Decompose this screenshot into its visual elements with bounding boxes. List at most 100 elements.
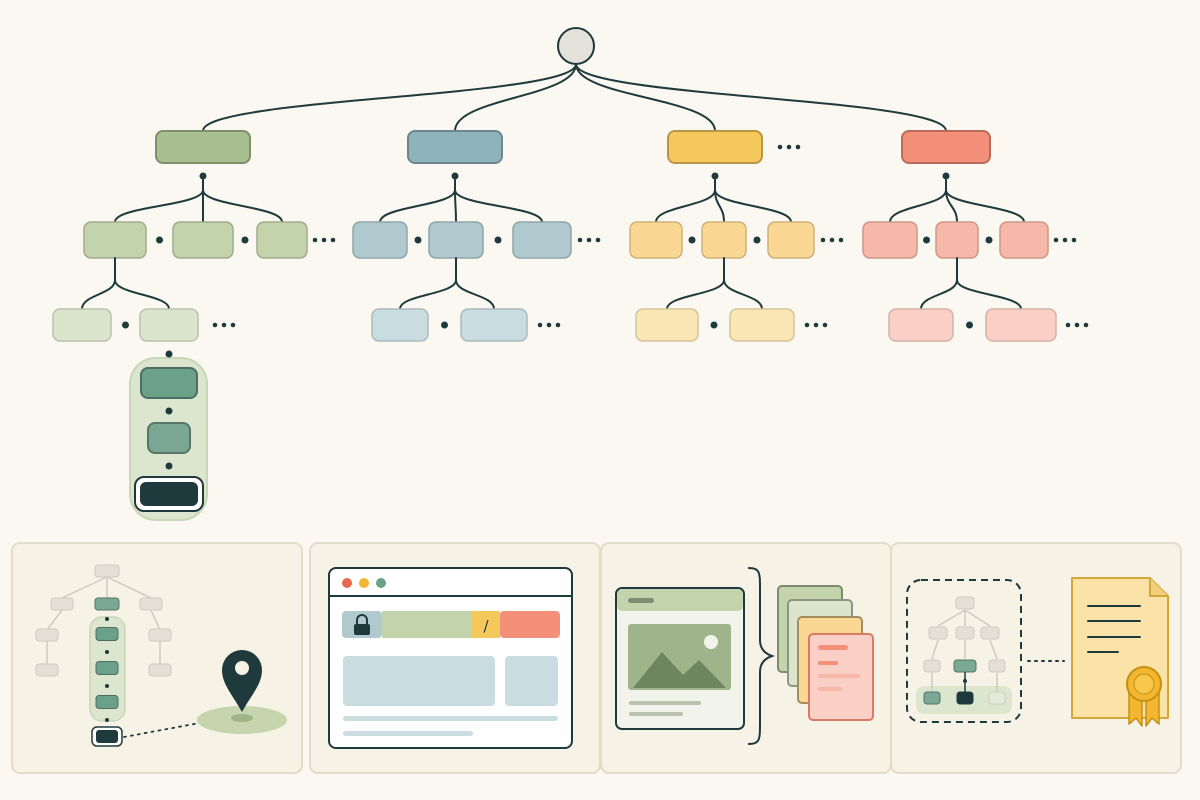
map-pin-hole bbox=[235, 661, 249, 675]
mini-node bbox=[94, 564, 120, 578]
subcategory-node-coral bbox=[935, 221, 979, 259]
sibling-dot bbox=[966, 321, 973, 329]
text-line bbox=[343, 716, 558, 721]
child-edge bbox=[454, 189, 543, 223]
document-line bbox=[818, 661, 838, 665]
page-card-title-bar bbox=[628, 598, 654, 603]
child-edge bbox=[920, 279, 958, 310]
ellipsis-dot bbox=[586, 237, 592, 243]
ellipsis-icon bbox=[212, 322, 236, 328]
dashed-selection bbox=[906, 579, 1022, 723]
parent-dot bbox=[199, 172, 207, 180]
lock-shackle bbox=[356, 614, 368, 625]
target-node bbox=[140, 482, 198, 506]
child-edge bbox=[714, 189, 792, 223]
child-edge bbox=[379, 189, 456, 223]
mini-edge bbox=[989, 639, 998, 660]
ellipsis-dot bbox=[1065, 322, 1071, 328]
curly-brace bbox=[747, 567, 776, 745]
child-edge bbox=[956, 279, 1022, 310]
panel-pages-to-documents-content bbox=[615, 567, 874, 745]
subcategory-node-green bbox=[83, 221, 147, 259]
path-node bbox=[95, 627, 119, 641]
ellipsis-dot bbox=[1071, 237, 1077, 243]
ellipsis-icon bbox=[804, 322, 828, 328]
ellipsis-icon bbox=[537, 322, 561, 328]
subcategory-node-yellow bbox=[701, 221, 747, 259]
root-edge bbox=[202, 63, 577, 132]
subcategory-node-yellow bbox=[767, 221, 815, 259]
leaf-node-yellow bbox=[729, 308, 795, 342]
address-bar-green-segment bbox=[382, 611, 472, 638]
ellipsis-dot bbox=[212, 322, 218, 328]
subcategory-node-coral bbox=[862, 221, 918, 259]
mini-node bbox=[35, 663, 59, 677]
root-edge bbox=[454, 63, 577, 132]
child-edge bbox=[455, 279, 495, 310]
map-pin-body bbox=[222, 650, 262, 712]
ellipsis-dot bbox=[230, 322, 236, 328]
child-edge bbox=[945, 189, 1025, 223]
highlighted-path bbox=[129, 350, 208, 521]
ellipsis-dot bbox=[330, 237, 336, 243]
leaf-node-yellow bbox=[635, 308, 699, 342]
document-line bbox=[818, 645, 848, 650]
parent-dot bbox=[942, 172, 950, 180]
branch-blue bbox=[352, 63, 601, 342]
ellipsis-dot bbox=[1062, 237, 1068, 243]
mini-edge bbox=[937, 609, 966, 627]
seal-inner bbox=[1133, 673, 1155, 695]
ellipsis-icon bbox=[820, 237, 844, 243]
child-edge bbox=[114, 279, 170, 310]
subcategory-node-blue bbox=[428, 221, 484, 259]
map-pin-icon bbox=[222, 650, 262, 712]
ellipsis-dot bbox=[820, 237, 826, 243]
mini-node bbox=[988, 659, 1006, 673]
window-control-dot bbox=[342, 578, 352, 588]
sibling-dot bbox=[688, 236, 696, 244]
sibling-dot bbox=[414, 236, 422, 244]
mini-node bbox=[928, 626, 948, 640]
sibling-dot bbox=[923, 236, 930, 244]
tree bbox=[52, 27, 1089, 521]
text-line bbox=[629, 701, 701, 705]
path-dot bbox=[105, 650, 109, 654]
mini-edge bbox=[61, 576, 108, 599]
path-separator: / bbox=[483, 617, 489, 635]
child-edge bbox=[202, 189, 283, 223]
ellipsis-dot bbox=[829, 237, 835, 243]
path-node bbox=[140, 367, 198, 399]
text-line bbox=[629, 712, 683, 716]
seal-ribbon-icon bbox=[1126, 666, 1162, 727]
address-bar-yellow-segment bbox=[472, 611, 500, 638]
ellipsis-dot bbox=[1074, 322, 1080, 328]
ellipsis-icon bbox=[1065, 322, 1089, 328]
text-line bbox=[343, 731, 473, 736]
ellipsis-dot bbox=[838, 237, 844, 243]
child-edge bbox=[655, 189, 716, 223]
leaf-node-green bbox=[139, 308, 199, 342]
leaf-node-green bbox=[52, 308, 112, 342]
path-dot bbox=[165, 350, 173, 358]
child-edge bbox=[889, 189, 947, 223]
path-dot bbox=[105, 684, 109, 688]
sibling-dot bbox=[241, 236, 249, 244]
ellipsis-dot bbox=[221, 322, 227, 328]
ellipsis-dot bbox=[321, 237, 327, 243]
mini-node bbox=[923, 659, 941, 673]
subcategory-node-yellow bbox=[629, 221, 683, 259]
branch-green bbox=[52, 63, 577, 342]
image-placeholder-icon bbox=[628, 624, 731, 690]
sibling-dot bbox=[985, 236, 993, 244]
category-node-yellow bbox=[667, 130, 763, 164]
address-bar-coral-segment bbox=[500, 611, 560, 638]
path-node bbox=[94, 597, 120, 611]
lock-body bbox=[354, 624, 370, 635]
mini-node bbox=[148, 628, 172, 642]
branch-coral bbox=[575, 63, 1089, 342]
mini-node bbox=[50, 597, 74, 611]
lock-icon bbox=[354, 614, 370, 635]
sibling-dot bbox=[753, 236, 761, 244]
page-card-header bbox=[617, 589, 743, 611]
